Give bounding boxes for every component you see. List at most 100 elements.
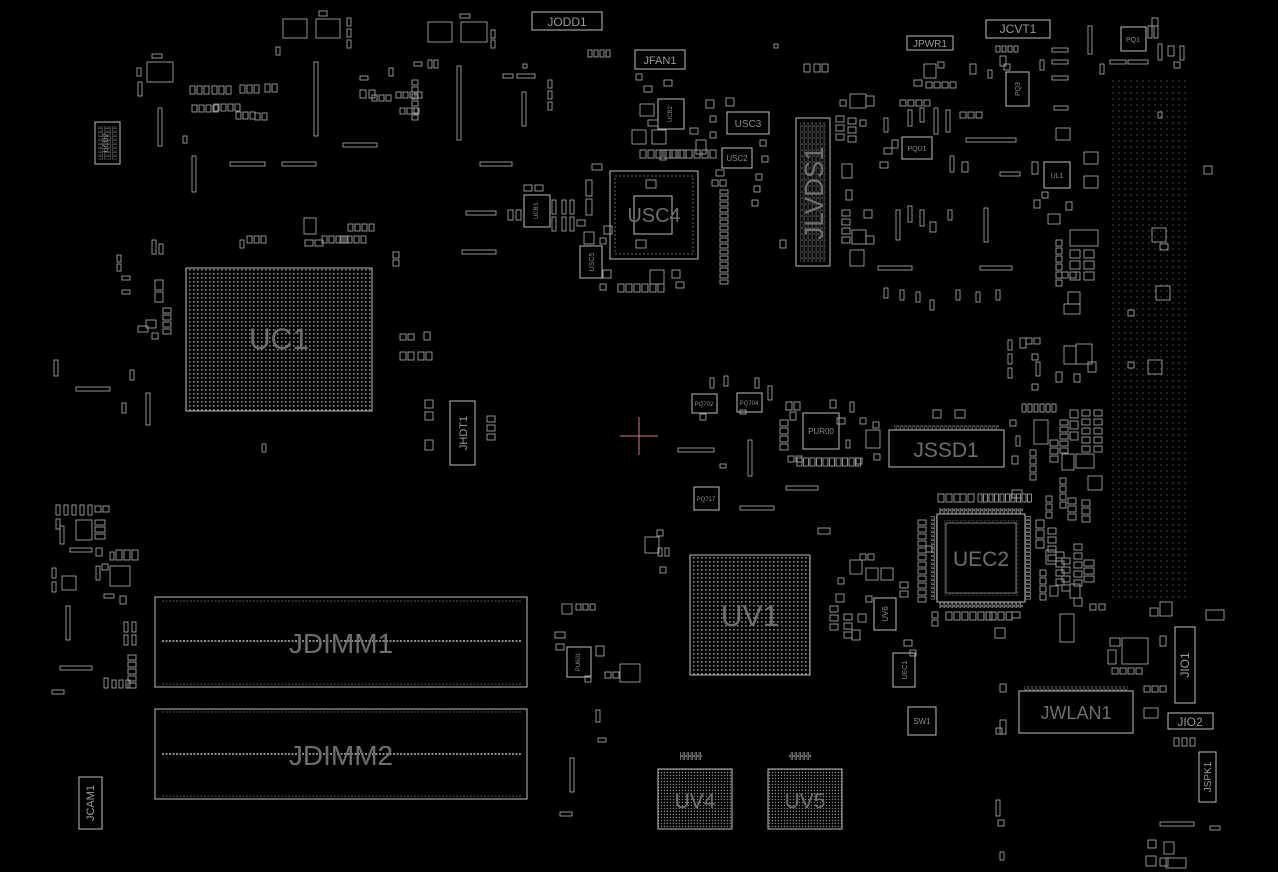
- passive-pad: [987, 69, 993, 79]
- passive-pad: [101, 563, 109, 571]
- uv1-gpu[interactable]: UV1: [689, 554, 811, 676]
- usc4-chip[interactable]: USC4: [609, 170, 699, 260]
- passive-pad: [1143, 685, 1151, 693]
- passive-pad: [1083, 559, 1095, 567]
- passive-pad: [123, 634, 129, 646]
- jdimm1-slot[interactable]: JDIMM1: [154, 596, 528, 688]
- passive-pad: [1035, 529, 1045, 539]
- jfan1-connector[interactable]: JFAN1: [634, 49, 686, 70]
- uv5-vram[interactable]: UV5: [767, 752, 843, 830]
- passive-pad: [651, 129, 667, 145]
- passive-pad: [146, 61, 174, 83]
- jdimm2-slot[interactable]: JDIMM2: [154, 708, 528, 800]
- passive-pad: [71, 504, 77, 516]
- pq704-chip[interactable]: PQ704: [736, 392, 763, 413]
- ucb2-chip[interactable]: UCB2: [657, 98, 685, 130]
- passive-pad: [1019, 337, 1027, 349]
- passive-pad: [1027, 493, 1032, 503]
- ucb3-label: UCB3: [534, 202, 540, 219]
- passive-pad: [715, 169, 725, 177]
- passive-pad: [1007, 45, 1013, 53]
- passive-pad: [246, 84, 253, 94]
- ul1-chip[interactable]: UL1: [1043, 161, 1071, 189]
- jodd1-connector[interactable]: JODD1: [531, 11, 603, 31]
- passive-pad: [582, 603, 589, 611]
- passive-pad: [1045, 503, 1053, 511]
- jio1-connector[interactable]: JIO1: [1174, 626, 1196, 704]
- passive-pad: [664, 547, 670, 557]
- passive-pad: [677, 149, 685, 159]
- passive-pad: [53, 359, 59, 377]
- jwlan1-connector[interactable]: JWLAN1: [1018, 686, 1134, 734]
- passive-pad: [118, 679, 124, 689]
- pq717-chip[interactable]: PQ717: [693, 486, 720, 511]
- passive-pad: [1039, 585, 1047, 593]
- uc1-cpu[interactable]: UC1: [185, 267, 373, 412]
- passive-pad: [399, 107, 406, 115]
- passive-pad: [1067, 291, 1081, 305]
- passive-pad: [656, 529, 664, 537]
- pu601-chip[interactable]: PU601: [566, 646, 592, 678]
- jhdt1-connector[interactable]: JHDT1: [449, 400, 476, 466]
- passive-pad: [709, 377, 715, 389]
- passive-pad: [1083, 575, 1095, 583]
- passive-pad: [205, 104, 212, 113]
- jssd1-connector[interactable]: JSSD1: [888, 425, 1005, 468]
- uec2-ec[interactable]: UEC2: [931, 508, 1031, 608]
- usc2-chip[interactable]: USC2: [721, 147, 753, 169]
- usc5-chip[interactable]: USC5: [579, 245, 603, 279]
- passive-pad: [1093, 418, 1103, 426]
- pq704-label: PQ704: [740, 401, 759, 407]
- uec1-chip[interactable]: UEC1: [892, 652, 916, 688]
- pq3-chip[interactable]: PQ3: [1005, 71, 1030, 107]
- passive-pad: [1045, 495, 1053, 503]
- jspk1-connector[interactable]: JSPK1: [1198, 751, 1217, 803]
- passive-pad: [584, 675, 592, 683]
- ucd2-chip[interactable]: UCD2: [94, 121, 121, 165]
- passive-pad: [203, 85, 210, 95]
- pq702-chip[interactable]: PQ702: [691, 393, 718, 414]
- passive-pad: [399, 351, 407, 361]
- passive-pad: [486, 424, 496, 432]
- pur00-chip[interactable]: PUR00: [802, 412, 840, 450]
- passive-pad: [411, 93, 419, 100]
- passive-pad: [796, 457, 803, 467]
- pq1-chip[interactable]: PQ1: [1120, 26, 1147, 52]
- passive-pad: [1011, 489, 1023, 499]
- passive-pad: [709, 131, 717, 139]
- passive-pad: [569, 199, 575, 215]
- passive-pad: [779, 427, 789, 435]
- jpwr1-connector[interactable]: JPWR1: [906, 35, 954, 51]
- passive-pad: [1055, 271, 1063, 279]
- passive-pad: [671, 269, 681, 279]
- uv4-vram[interactable]: UV4: [657, 752, 733, 830]
- ucb3-chip[interactable]: UCB3: [523, 194, 551, 228]
- passive-pad: [1098, 603, 1106, 611]
- passive-pad: [785, 401, 793, 411]
- passive-pad: [899, 581, 909, 589]
- passive-pad: [739, 409, 747, 415]
- passive-pad: [754, 377, 760, 389]
- jlvds1-connector[interactable]: JLVDS1: [795, 117, 831, 267]
- passive-pad: [880, 567, 894, 581]
- jcam1-connector[interactable]: JCAM1: [78, 776, 103, 830]
- passive-pad: [456, 65, 462, 141]
- passive-pad: [127, 675, 137, 682]
- pqu1-chip[interactable]: PQU1: [901, 136, 933, 160]
- passive-pad: [1005, 611, 1013, 621]
- passive-pad: [591, 163, 603, 171]
- usc3-chip[interactable]: USC3: [726, 111, 770, 135]
- jcvt1-connector[interactable]: JCVT1: [985, 19, 1051, 39]
- uv6-chip[interactable]: UV6: [873, 597, 897, 631]
- passive-pad: [1181, 737, 1188, 747]
- passive-pad: [559, 811, 573, 817]
- sw1-switch[interactable]: SW1: [907, 706, 937, 736]
- passive-pad: [1127, 309, 1135, 317]
- passive-pad: [411, 100, 419, 107]
- jpwr1-label: JPWR1: [913, 39, 947, 50]
- passive-pad: [719, 195, 729, 201]
- passive-pad: [931, 619, 939, 627]
- passive-pad: [597, 737, 607, 743]
- uec1-label: UEC1: [902, 661, 909, 680]
- jio2-connector[interactable]: JIO2: [1167, 712, 1214, 730]
